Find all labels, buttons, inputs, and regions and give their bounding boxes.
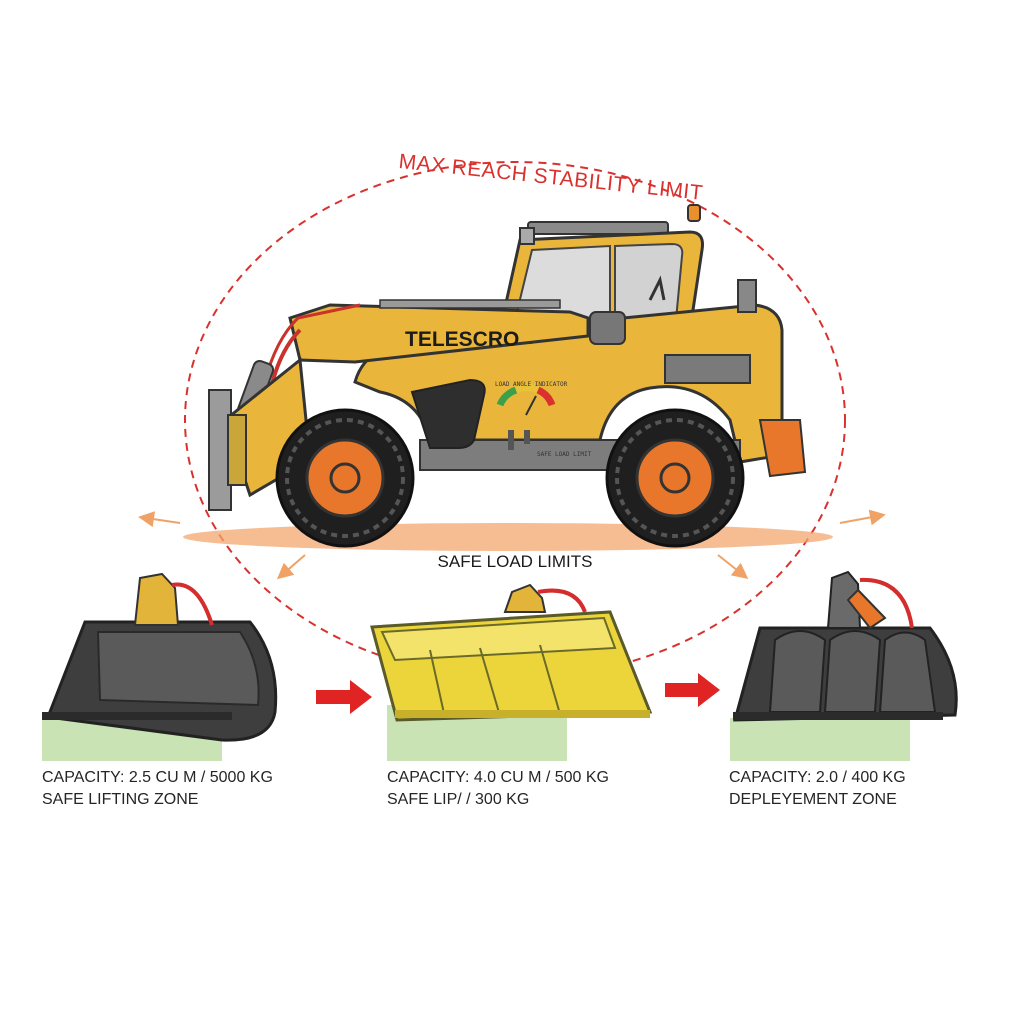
attachment-1-capacity: CAPACITY: 2.5 CU M / 5000 KG bbox=[42, 769, 273, 786]
general-purpose-bucket bbox=[42, 572, 278, 742]
attachment-2-capacity: CAPACITY: 4.0 CU M / 500 KG bbox=[387, 769, 609, 786]
direction-arrows bbox=[138, 509, 886, 580]
attachment-3-caption: CAPACITY: 2.0 / 400 KG DEPLEYEMENT ZONE bbox=[729, 767, 906, 811]
ground-zone-3 bbox=[730, 718, 910, 761]
light-material-bucket bbox=[370, 583, 653, 722]
attachment-3-capacity: CAPACITY: 2.0 / 400 KG bbox=[729, 769, 906, 786]
safe-load-limits-title: SAFE LOAD LIMITS bbox=[437, 552, 593, 571]
transition-arrow-1 bbox=[316, 680, 372, 714]
grapple-bucket bbox=[733, 570, 958, 722]
attachment-1-zone: SAFE LIFTING ZONE bbox=[42, 791, 199, 808]
machine-brand: TELESCRO bbox=[405, 328, 519, 351]
attachment-3-zone: DEPLEYEMENT ZONE bbox=[729, 791, 897, 808]
ground-shadow bbox=[183, 523, 833, 551]
cab bbox=[498, 204, 704, 332]
attachment-2-zone: SAFE LIP/ / 300 KG bbox=[387, 791, 530, 808]
attachment-1-caption: CAPACITY: 2.5 CU M / 5000 KG SAFE LIFTIN… bbox=[42, 767, 273, 811]
telehandler: TELESCRO LOAD ANGLE INDICATOR SAFE LOAD … bbox=[208, 204, 807, 548]
load-angle-gauge bbox=[496, 384, 556, 450]
gauge-label: LOAD ANGLE INDICATOR bbox=[495, 381, 568, 388]
rear-wheel bbox=[605, 408, 745, 548]
fork-carriage bbox=[208, 389, 247, 511]
transition-arrow-2 bbox=[665, 673, 720, 707]
panel-label: SAFE LOAD LIMIT bbox=[537, 451, 592, 458]
attachment-2-caption: CAPACITY: 4.0 CU M / 500 KG SAFE LIP/ / … bbox=[387, 767, 609, 811]
front-wheel bbox=[275, 408, 415, 548]
